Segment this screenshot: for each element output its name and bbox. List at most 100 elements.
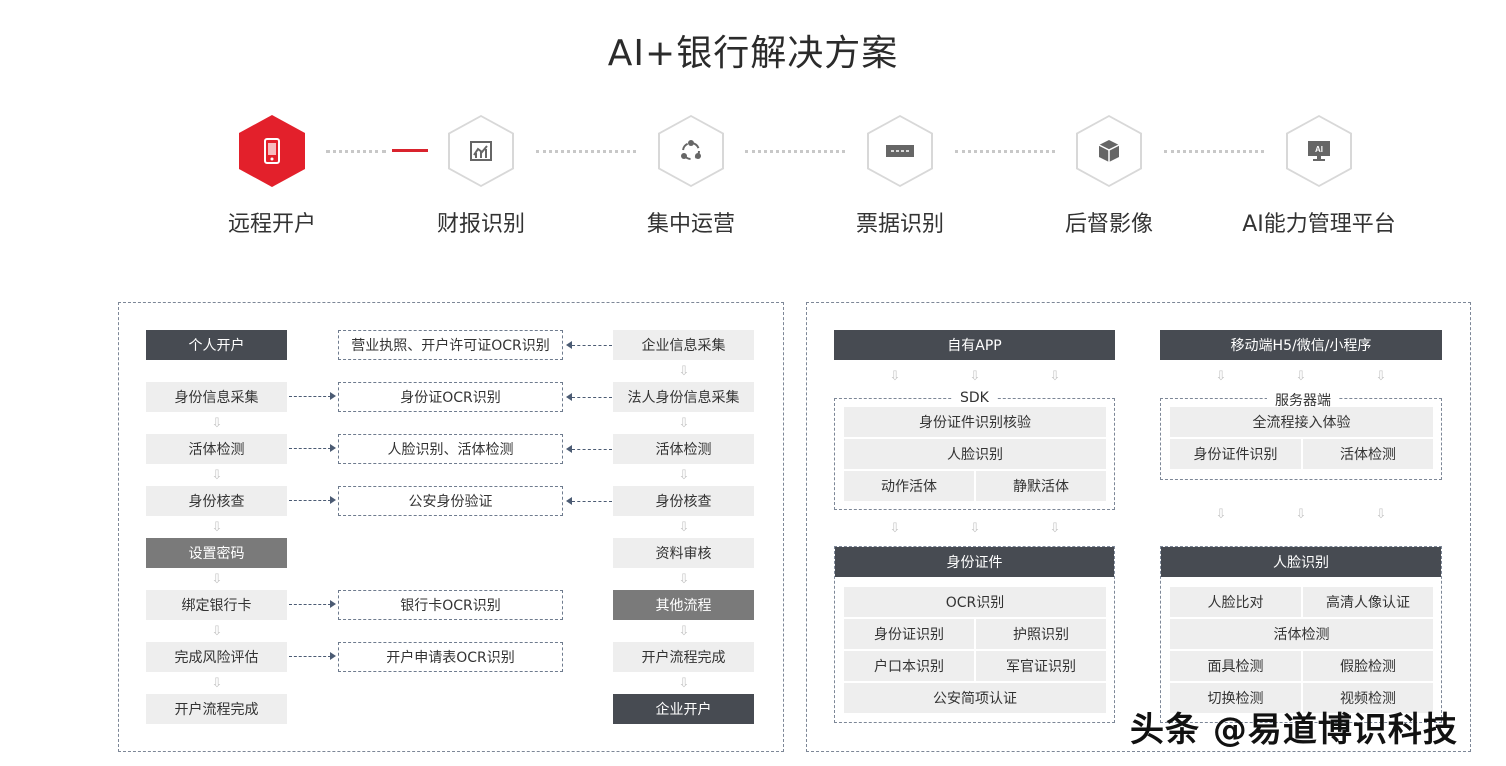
down-arrow-icon: ⇩ (678, 416, 690, 431)
face-header: 人脸识别 (1161, 547, 1441, 577)
down-arrow-icon: ⇩ (1215, 507, 1227, 522)
down-arrow-icon: ⇩ (678, 468, 690, 483)
down-arrow-icon: ⇩ (211, 624, 223, 639)
arrow-right-icon (330, 652, 336, 660)
connector (536, 150, 636, 153)
id-item: 军官证识别 (976, 651, 1106, 681)
phone-icon (241, 117, 303, 185)
step-ticket-recognition[interactable] (867, 115, 933, 187)
down-arrow-icon: ⇩ (211, 520, 223, 535)
down-arrow-icon: ⇩ (211, 468, 223, 483)
enterprise-step: 活体检测 (613, 434, 754, 464)
face-liveness: 人脸识别、活体检测 (338, 434, 563, 464)
watermark: 头条 @易道博识科技 (1130, 710, 1458, 750)
sdk-item: 人脸识别 (844, 439, 1106, 469)
ocr-license: 营业执照、开户许可证OCR识别 (338, 330, 563, 360)
arrow-left-icon (566, 393, 572, 401)
face-item: 切换检测 (1170, 683, 1301, 713)
down-arrow-icon: ⇩ (1375, 369, 1387, 384)
arrow-line (572, 449, 612, 450)
arrow-left-icon (566, 445, 572, 453)
down-arrow-icon: ⇩ (889, 521, 901, 536)
step-backoffice-imaging[interactable] (1076, 115, 1142, 187)
monitor-ai-icon: AI (1288, 117, 1350, 185)
step-label: 远程开户 (227, 212, 316, 237)
arrow-line (572, 345, 612, 346)
enterprise-step: 其他流程 (613, 590, 754, 620)
id-item: OCR识别 (844, 587, 1106, 617)
arrow-left-icon (566, 497, 572, 505)
arrow-right-icon (330, 600, 336, 608)
h5-header: 移动端H5/微信/小程序 (1160, 330, 1442, 360)
id-item: 户口本识别 (844, 651, 974, 681)
svg-text:AI: AI (1315, 145, 1323, 154)
down-arrow-icon: ⇩ (889, 369, 901, 384)
ocr-id-card: 身份证OCR识别 (338, 382, 563, 412)
down-arrow-icon: ⇩ (1049, 521, 1061, 536)
face-item: 面具检测 (1170, 651, 1301, 681)
remote-account-flow-panel (118, 302, 784, 752)
down-arrow-icon: ⇩ (678, 572, 690, 587)
connector (1164, 150, 1264, 153)
id-item: 公安简项认证 (844, 683, 1106, 713)
arrow-line (289, 656, 331, 657)
face-item: 高清人像认证 (1303, 587, 1433, 617)
personal-header: 个人开户 (146, 330, 287, 360)
personal-step: 绑定银行卡 (146, 590, 287, 620)
arrow-right-icon (330, 392, 336, 400)
step-label: 票据识别 (855, 212, 944, 237)
down-arrow-icon: ⇩ (678, 624, 690, 639)
down-arrow-icon: ⇩ (678, 520, 690, 535)
id-docs-header: 身份证件 (835, 547, 1114, 577)
chart-icon (450, 117, 512, 185)
server-label: 服务器端 (1267, 390, 1339, 410)
arrow-line (289, 448, 331, 449)
step-remote-account[interactable] (239, 115, 305, 187)
app-header: 自有APP (834, 330, 1115, 360)
connector (326, 150, 386, 153)
face-item: 活体检测 (1170, 619, 1433, 649)
arrow-line (572, 501, 612, 502)
step-label: 集中运营 (646, 212, 735, 237)
sdk-item: 身份证件识别核验 (844, 407, 1106, 437)
enterprise-step: 资料审核 (613, 538, 754, 568)
identity-capability-panel (806, 302, 1471, 752)
arrow-line (289, 396, 331, 397)
down-arrow-icon: ⇩ (969, 369, 981, 384)
personal-step: 活体检测 (146, 434, 287, 464)
sdk-label: SDK (952, 390, 997, 406)
personal-step: 开户流程完成 (146, 694, 287, 724)
arrow-right-icon (330, 496, 336, 504)
arrow-right-icon (330, 444, 336, 452)
face-item: 视频检测 (1303, 683, 1433, 713)
cube-icon (1078, 117, 1140, 185)
down-arrow-icon: ⇩ (969, 521, 981, 536)
step-centralized-ops[interactable] (658, 115, 724, 187)
down-arrow-icon: ⇩ (678, 364, 690, 379)
ocr-application-form: 开户申请表OCR识别 (338, 642, 563, 672)
arrow-left-icon (566, 341, 572, 349)
step-ai-platform[interactable]: AI (1286, 115, 1352, 187)
enterprise-step: 开户流程完成 (613, 642, 754, 672)
face-item: 假脸检测 (1303, 651, 1433, 681)
ocr-bank-card: 银行卡OCR识别 (338, 590, 563, 620)
down-arrow-icon: ⇩ (211, 572, 223, 587)
arrow-line (289, 604, 331, 605)
active-connector (392, 149, 428, 152)
personal-step: 完成风险评估 (146, 642, 287, 672)
connector (955, 150, 1055, 153)
sdk-item: 动作活体 (844, 471, 974, 501)
ticket-icon (869, 117, 931, 185)
enterprise-step: 法人身份信息采集 (613, 382, 754, 412)
face-group (1160, 546, 1442, 723)
step-financial-report[interactable] (448, 115, 514, 187)
arrow-line (572, 397, 612, 398)
personal-step: 身份核查 (146, 486, 287, 516)
page-title: AI+银行解决方案 (607, 33, 899, 74)
server-item: 身份证件识别 (1170, 439, 1301, 469)
down-arrow-icon: ⇩ (1295, 369, 1307, 384)
down-arrow-icon: ⇩ (1375, 507, 1387, 522)
sdk-item: 静默活体 (976, 471, 1106, 501)
network-icon (660, 117, 722, 185)
id-docs-group (834, 546, 1115, 723)
